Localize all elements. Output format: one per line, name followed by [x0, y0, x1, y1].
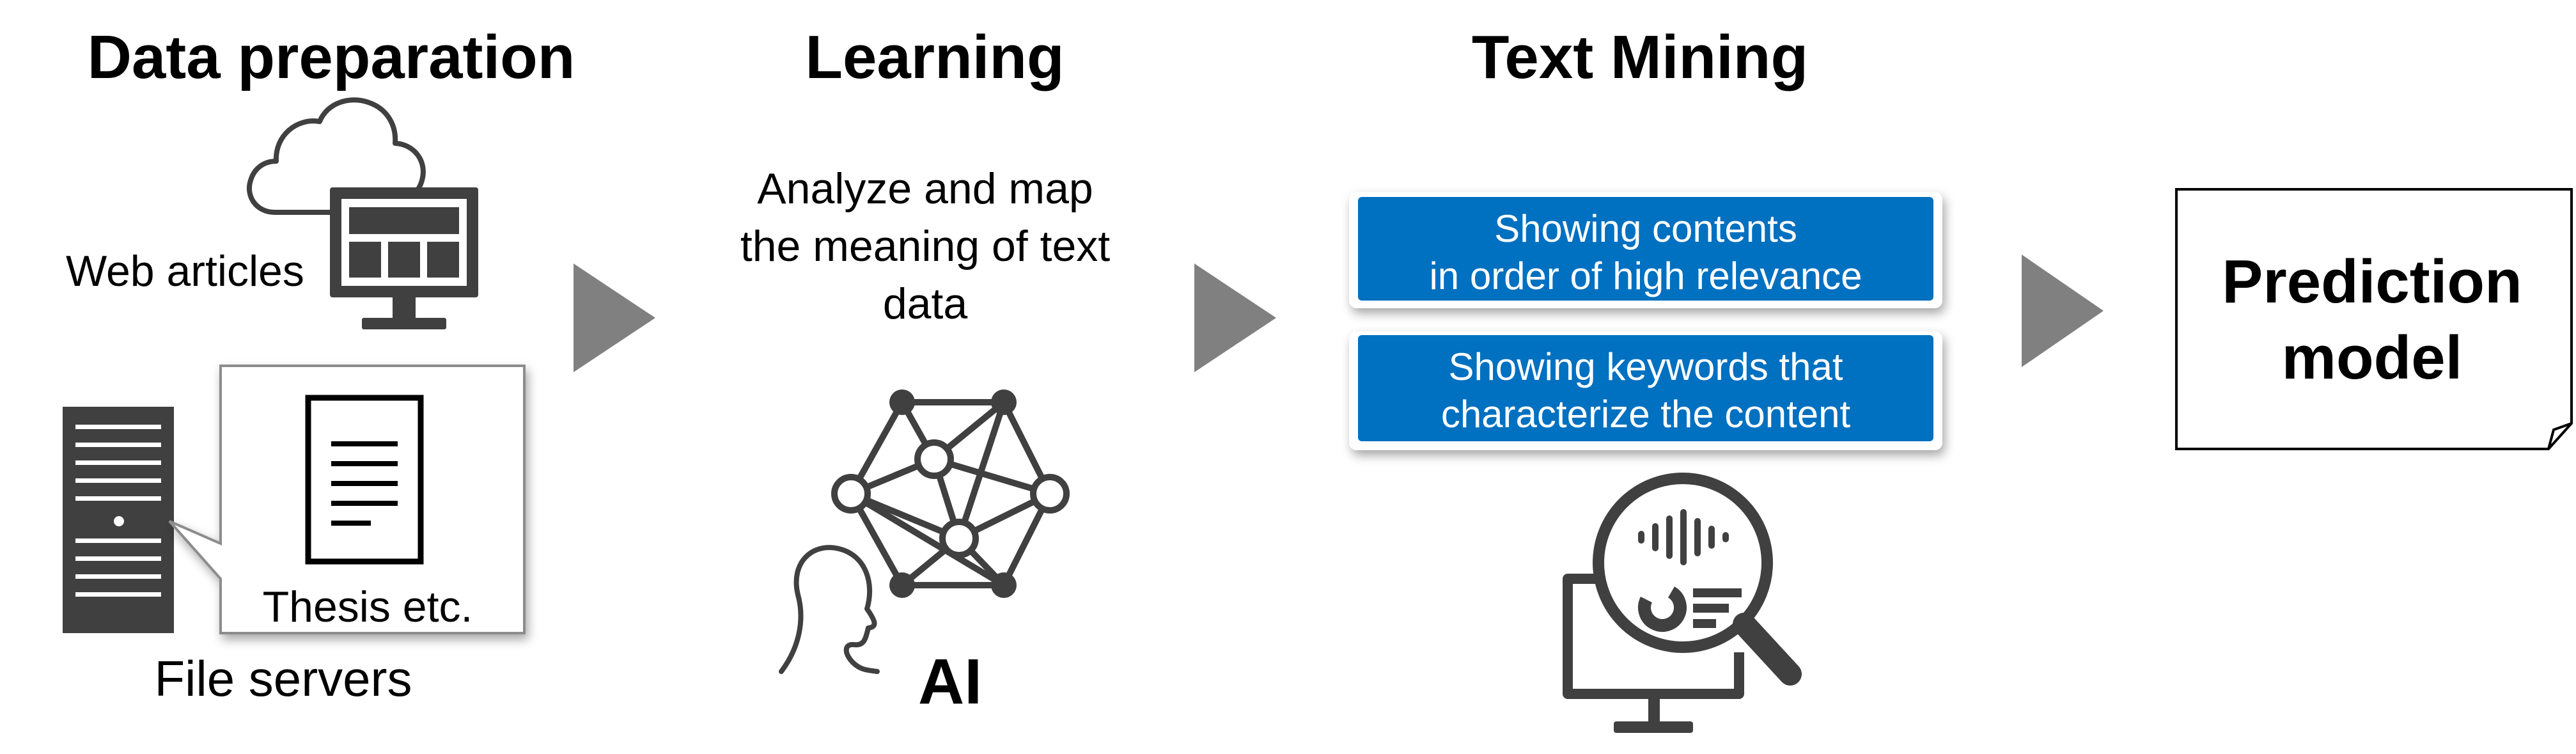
file-server-icon [63, 407, 174, 633]
prediction-model-card: Prediction model [2175, 188, 2573, 450]
keywords-box-line-2: characterize the content [1441, 393, 1851, 436]
ai-label: AI [918, 646, 982, 718]
relevance-box: Showing contents in order of high releva… [1349, 192, 1942, 308]
magnifier-analytics-icon [1563, 473, 1802, 733]
learning-description-line-1: Analyze and map [757, 164, 1093, 213]
web-monitor-icon [330, 187, 478, 329]
heading-learning: Learning [805, 23, 1064, 91]
keywords-box-line-1: Showing keywords that [1449, 345, 1843, 388]
prediction-line-1: Prediction [2222, 247, 2522, 316]
web-articles-label: Web articles [66, 247, 304, 295]
flow-arrow-2 [1194, 263, 1276, 372]
file-servers-label: File servers [154, 650, 412, 707]
learning-description-line-2: the meaning of text [740, 222, 1110, 271]
cloud-icon [247, 97, 426, 215]
relevance-box-line-2: in order of high relevance [1429, 255, 1862, 297]
flow-arrow-1 [574, 263, 655, 372]
heading-data-preparation: Data preparation [88, 23, 575, 91]
relevance-box-line-1: Showing contents [1494, 207, 1797, 250]
human-head-icon [779, 545, 880, 674]
neural-network-icon [831, 389, 1070, 598]
heading-text-mining: Text Mining [1472, 23, 1808, 91]
document-icon [305, 395, 424, 565]
keywords-box: Showing keywords that characterize the c… [1349, 331, 1942, 450]
thesis-label: Thesis etc. [263, 583, 473, 631]
flow-arrow-3 [2022, 255, 2104, 367]
prediction-line-2: model [2282, 324, 2463, 392]
learning-description-line-3: data [883, 279, 968, 328]
